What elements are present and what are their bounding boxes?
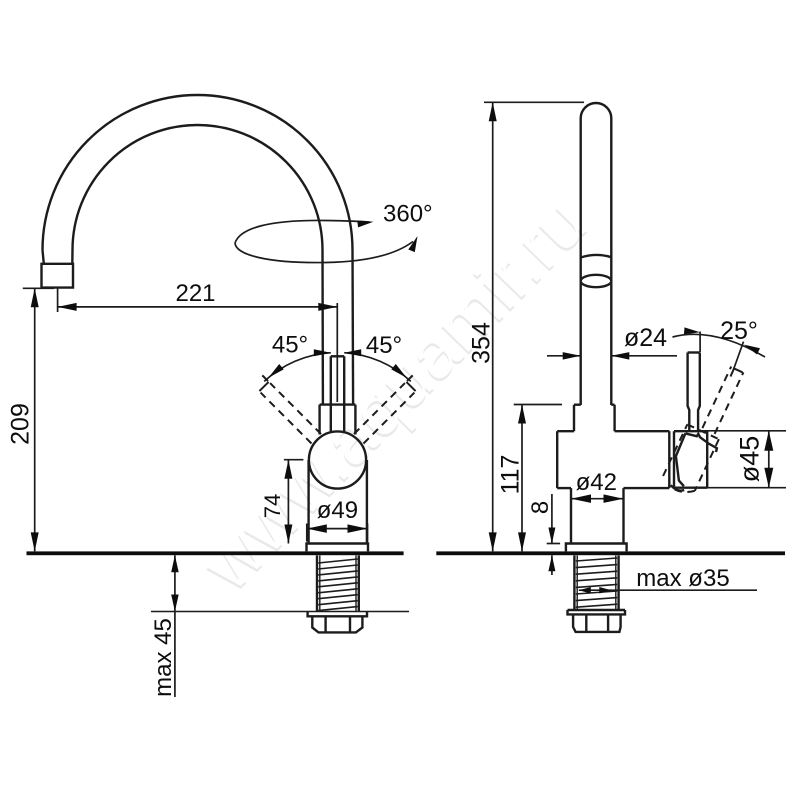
svg-text:221: 221 (175, 280, 215, 307)
svg-text:25°: 25° (720, 317, 758, 345)
svg-text:8: 8 (527, 501, 554, 514)
svg-text:360°: 360° (383, 201, 433, 228)
svg-text:ø42: ø42 (576, 469, 617, 496)
svg-text:ø45: ø45 (735, 436, 765, 483)
svg-text:74: 74 (260, 494, 285, 518)
svg-text:max ø35: max ø35 (636, 565, 729, 592)
svg-text:45°: 45° (366, 332, 402, 359)
svg-text:354: 354 (468, 322, 496, 364)
svg-text:ø24: ø24 (624, 324, 667, 352)
svg-text:ø49: ø49 (317, 497, 358, 524)
svg-text:117: 117 (497, 455, 525, 495)
svg-text:209: 209 (7, 403, 35, 445)
svg-text:45°: 45° (272, 332, 308, 359)
svg-text:max 45: max 45 (150, 618, 177, 697)
